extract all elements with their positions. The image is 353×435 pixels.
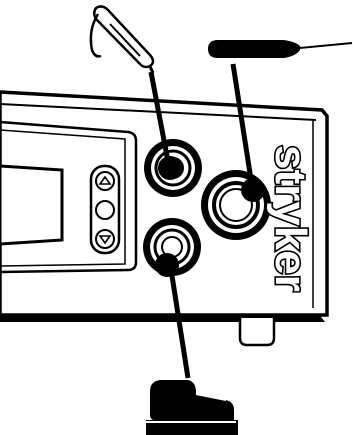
down-arrow-button[interactable] xyxy=(95,229,115,249)
footswitch-plug xyxy=(155,253,179,277)
pen-probe-tip xyxy=(297,42,353,50)
pen-probe-cable xyxy=(230,63,255,187)
pedal-base xyxy=(146,420,238,435)
pedal-body xyxy=(150,380,234,420)
select-button[interactable] xyxy=(95,200,115,220)
brand-logo: stryker xyxy=(266,145,315,292)
hook-handpiece xyxy=(89,5,155,69)
handpiece-body xyxy=(93,5,155,69)
console-foot xyxy=(238,318,276,347)
pen-probe xyxy=(208,40,353,58)
footswitch-cable xyxy=(167,262,191,379)
hook-tip xyxy=(89,13,102,58)
up-arrow-button[interactable] xyxy=(95,171,115,191)
up-arrow-icon xyxy=(98,175,112,185)
pen-probe-body xyxy=(208,40,300,58)
footswitch-pedal xyxy=(146,380,238,435)
front-panel xyxy=(0,120,138,274)
handpiece-plug xyxy=(158,156,182,180)
lcd-display xyxy=(0,164,64,246)
pen-probe-plug xyxy=(241,178,265,202)
down-arrow-icon xyxy=(98,235,112,245)
panel-inner-outline xyxy=(0,129,126,267)
panel-outline xyxy=(0,120,138,274)
center-right-port[interactable] xyxy=(201,170,271,240)
